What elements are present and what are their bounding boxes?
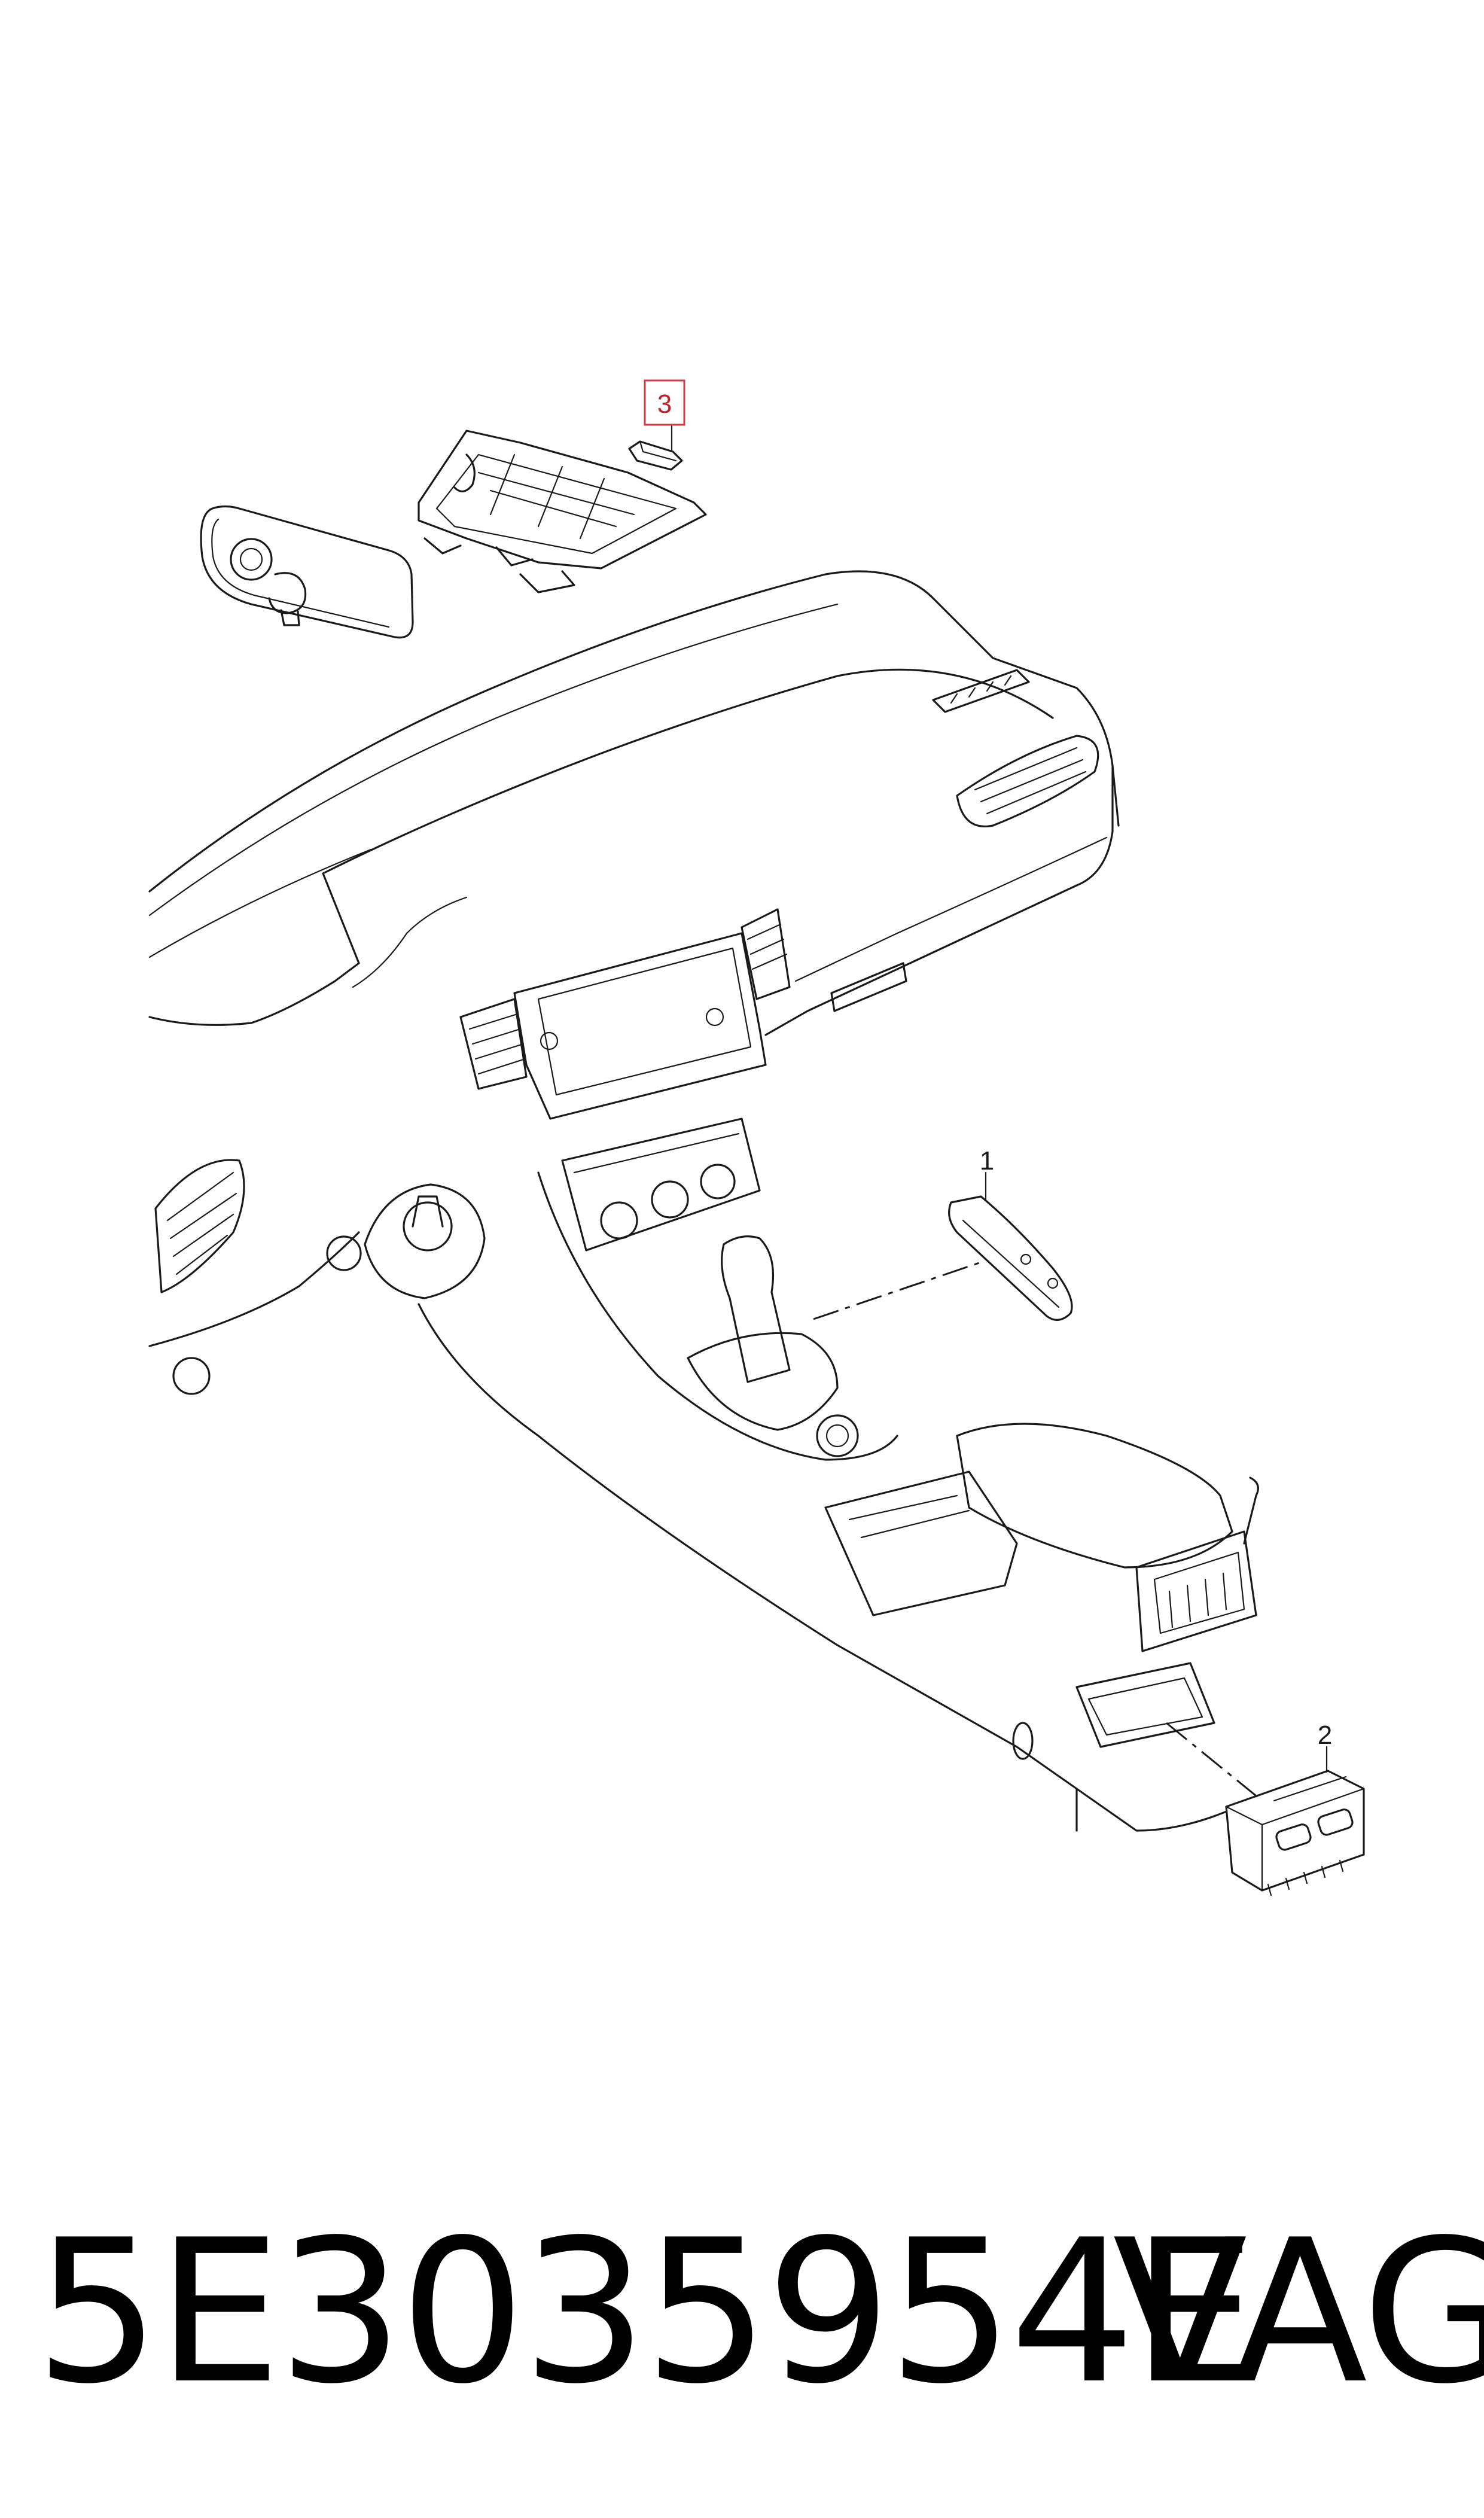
callout-1: 1 (980, 1146, 994, 1176)
dashboard-top (148, 570, 1120, 1026)
callout-3-highlight (644, 379, 685, 426)
exploded-parts-diagram: 3 1 2 (148, 379, 1365, 1896)
part-number: 5E3035954E (35, 2197, 1257, 2427)
steering-column (326, 1183, 486, 1299)
brand-name: VAG (1113, 2197, 1484, 2427)
glovebox-handle (830, 962, 907, 1012)
callout-2: 2 (1318, 1721, 1332, 1750)
roof-console-bracket (418, 430, 707, 593)
callout-3: 3 (657, 389, 672, 419)
infotainment-screen (513, 932, 767, 1120)
climate-control-panel (561, 1118, 761, 1252)
part-3-switch (628, 440, 683, 471)
part-2-usb-module (1225, 1770, 1365, 1896)
center-console (418, 1171, 1259, 1832)
light-switch (172, 1357, 211, 1395)
rear-view-mirror (200, 505, 414, 639)
dash-lower-left (148, 1231, 360, 1347)
dashboard-right-trim (794, 836, 1108, 982)
air-vent-center-left (459, 998, 528, 1090)
air-vent-left (154, 1159, 245, 1293)
air-vent-right (932, 669, 1099, 827)
dashboard-right-edge (764, 765, 1114, 1036)
air-vent-center-right (741, 908, 791, 1000)
part-1-trim-strip (948, 1195, 1073, 1321)
assembly-line-1 (813, 1261, 982, 1320)
assembly-line-2 (1166, 1722, 1263, 1802)
